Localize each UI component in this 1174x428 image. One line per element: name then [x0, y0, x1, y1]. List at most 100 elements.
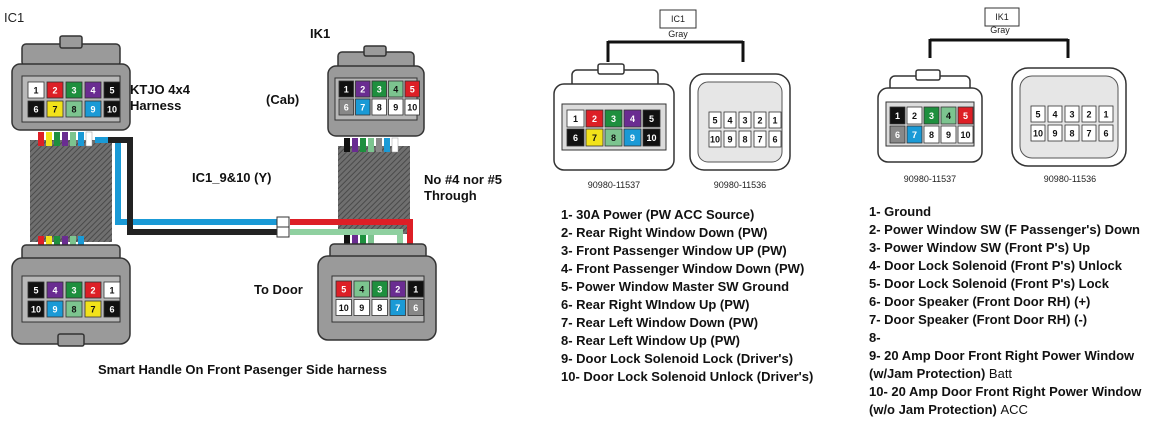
ik1-top-pin-8-label: 8 [377, 103, 382, 113]
ik1-socket-pin-4-cell [1047, 105, 1063, 123]
ic1-socket-pin-2-cell [753, 111, 767, 129]
ik1-socket-pin-9-label: 9 [1052, 129, 1057, 139]
ic1-pin-6: 6- Rear Right WIndow Up (PW) [561, 297, 750, 312]
ic1-pinout-pin-5-cell [642, 109, 661, 128]
ic1-pinout-pin-6-cell [566, 128, 585, 147]
ik1-pinout-pin-10-cell [957, 125, 974, 144]
ik1-socket-pin-2-cell [1081, 105, 1097, 123]
ic1-bottom-pin-4-label: 4 [52, 286, 57, 296]
ic1-top-pin-1-label: 1 [33, 86, 38, 96]
ic1-pinout-pin-3-cell [604, 109, 623, 128]
ic1-pinout-pin-8-label: 8 [611, 133, 616, 143]
ik1-bottom-pin-5-cell [335, 280, 352, 298]
ik1-pin-1: 1- Ground [869, 204, 932, 219]
no-4-5-label-line1: No #4 nor #5 [424, 172, 502, 187]
ik1-pinout-pin-5-label: 5 [963, 111, 968, 121]
ic1-pinout-pin-2-label: 2 [592, 114, 597, 124]
ik1-pinout-pin-10-label: 10 [960, 130, 970, 140]
ik1-socket-pin-8-cell [1064, 124, 1080, 142]
ic1-top-pin-6-label: 6 [33, 105, 38, 115]
ik1-socket-pin-3-label: 3 [1069, 110, 1074, 120]
ik1-pinout-pin-6-label: 6 [895, 130, 900, 140]
ic1-title: IC1 [4, 10, 24, 25]
ic1-top-pin-4-cell [84, 81, 102, 99]
ik1-pinout-pin-7-cell [906, 125, 923, 144]
black-wire [108, 137, 278, 235]
ik1-pinout-pin-3-cell [923, 106, 940, 125]
ic1-socket-pin-10-cell [708, 130, 722, 148]
ic1-socket-pin-2-label: 2 [757, 116, 762, 126]
ic1-label-box [659, 9, 697, 29]
ik1-bottom-pin-6-cell [407, 299, 424, 316]
ic1-pin-9: 9- Door Lock Solenoid Lock (Driver's) [561, 351, 794, 366]
ik1-top-pin-2-cell [355, 80, 371, 98]
ik1-top-pin-7-label: 7 [360, 103, 365, 113]
ik1-socket-pin-1-cell [1098, 105, 1114, 123]
ic1-bottom-pin-6-label: 6 [109, 305, 114, 315]
ic1-socket-pin-5-label: 5 [712, 116, 717, 126]
ik1-pinout-pin-8-cell [923, 125, 940, 144]
ik1-socket-pin-10-cell [1030, 124, 1046, 142]
ic1-bottom-pin-2-cell [84, 281, 102, 299]
harness-label-line2: Harness [130, 98, 181, 113]
ic1-socket-pin-4-cell [723, 111, 737, 129]
ik1-pinout-list: 1- Ground 2- Power Window SW (F Passenge… [869, 203, 1141, 419]
ik1-socket-pin-5-label: 5 [1035, 110, 1040, 120]
ik1-bottom-pin-9-cell [353, 299, 370, 316]
ik1-pinout-pin-6-cell [889, 125, 906, 144]
ic1-top-pin-10-label: 10 [107, 105, 117, 115]
ik1-pinout-pin-2-cell [906, 106, 923, 125]
ic1-pinout-pin-1-cell [566, 109, 585, 128]
ik1-top-pin-8-cell [371, 98, 387, 116]
ic1-socket-pin-8-cell [738, 130, 752, 148]
ic1-top-pin-9-label: 9 [90, 105, 95, 115]
ik1-harness-bundle [338, 137, 410, 244]
ik1-top-pin-1-cell [338, 80, 354, 98]
ic1-pin-7: 7- Rear Left Window Down (PW) [561, 315, 759, 330]
ik1-bottom-pin-2-label: 2 [395, 285, 400, 295]
ic1-top-pin-7-cell [46, 100, 64, 118]
ic1-pin-3: 3- Front Passenger Window UP (PW) [561, 243, 787, 258]
ic1-bottom-pin-1-cell [103, 281, 121, 299]
ik1-top-pin-5-cell [404, 80, 420, 98]
ic1-top-pin-2-cell [46, 81, 64, 99]
ic1-socket-pin-3-label: 3 [742, 116, 747, 126]
ik1-socket-pin-6-cell [1098, 124, 1114, 142]
ic1-pin-10: 10- Door Lock Solenoid Unlock (Driver's) [561, 369, 814, 384]
ic1-pinout-pin-6-label: 6 [573, 133, 578, 143]
ic1-harness-bundle [30, 131, 112, 248]
ic1-socket-pin-7-label: 7 [757, 135, 762, 145]
ic1-socket-pin-1-label: 1 [772, 116, 777, 126]
ik1-pin-2: 2- Power Window SW (F Passenger's) Down [869, 222, 1140, 237]
ic1-pin-5: 5- Power Window Master SW Ground [561, 279, 790, 294]
ik1-bottom-pin-4-label: 4 [359, 285, 364, 295]
ic1-harness-sleeve [30, 140, 112, 242]
ik1-pinout-pin-9-label: 9 [946, 130, 951, 140]
ic1-top-pin-5-cell [103, 81, 121, 99]
ik1-pin-10: 10- 20 Amp Door Front Right Power Window [869, 384, 1142, 399]
ic1-pinout-pin-10-label: 10 [646, 133, 656, 143]
ik1-bottom-pin-5-label: 5 [341, 285, 346, 295]
ik1-pin-3: 3- Power Window SW (Front P's) Up [869, 240, 1091, 255]
ic1-socket-pin-6-cell [768, 130, 782, 148]
ic1-socket-pin-9-label: 9 [727, 135, 732, 145]
ic1-socket-pin-3-cell [738, 111, 752, 129]
ik1-socket-pin-5-cell [1030, 105, 1046, 123]
ic1-bottom-pin-8-cell [65, 300, 83, 318]
ik1-bottom-pin-3-label: 3 [377, 285, 382, 295]
ik1-socket-pin-6-label: 6 [1103, 129, 1108, 139]
ik1-pinout-pin-7-label: 7 [912, 130, 917, 140]
ic1-socket-pin-10-label: 10 [710, 135, 720, 145]
ic1-pinout-list: 1- 30A Power (PW ACC Source) 2- Rear Rig… [561, 206, 813, 386]
ik1-pinout-pin-3-label: 3 [929, 111, 934, 121]
ik1-socket-pin-3-cell [1064, 105, 1080, 123]
ik1-top-pin-9-cell [388, 98, 404, 116]
ik1-bottom-pin-1-label: 1 [413, 285, 418, 295]
ic1-socket-pin-6-label: 6 [772, 135, 777, 145]
jumper-wires [95, 137, 413, 244]
harness-label-line1: KTJO 4x4 [130, 82, 191, 97]
no-4-5-label-line2: Through [424, 188, 477, 203]
